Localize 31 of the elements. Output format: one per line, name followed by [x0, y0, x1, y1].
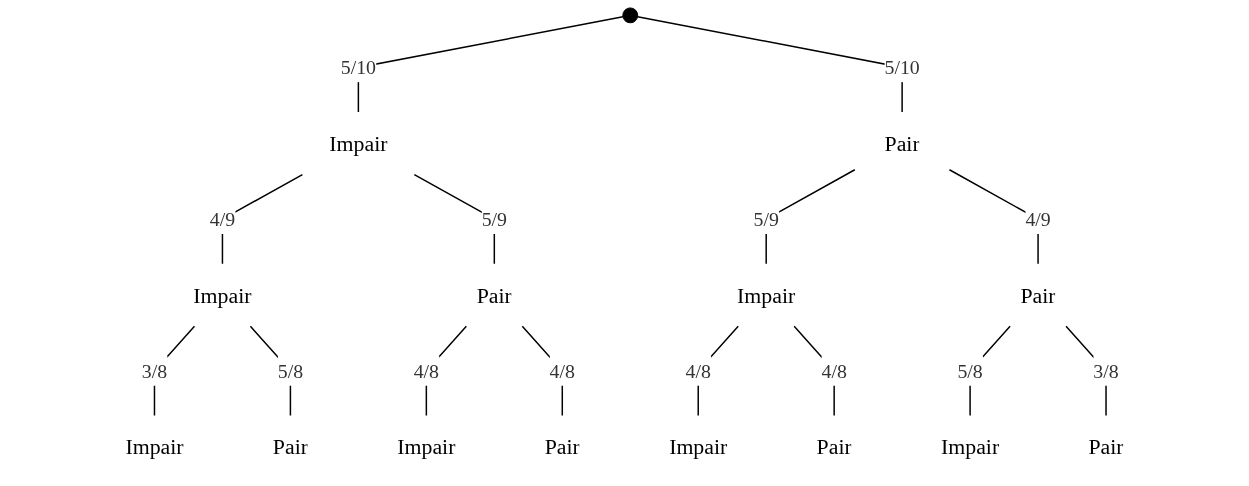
edge-label: 5/8 — [957, 360, 983, 382]
edge-label: 3/8 — [141, 360, 168, 382]
edge-label: 5/9 — [481, 208, 507, 231]
node-text: Pair — [884, 130, 920, 156]
edge-label: 4/9 — [209, 208, 236, 231]
node-circle — [622, 7, 639, 24]
edge-label: 4/9 — [1025, 208, 1051, 231]
node-text: Pair — [544, 434, 580, 460]
connector — [636, 16, 903, 113]
edge-label: 4/8 — [413, 360, 440, 382]
edge-label: 5/8 — [277, 360, 304, 382]
edge-label: 4/8 — [549, 360, 575, 382]
node-text: Impair — [669, 434, 728, 460]
edge-label: 5/9 — [753, 208, 779, 231]
edge-label: 3/8 — [1093, 360, 1119, 382]
node-text: Pair — [476, 282, 512, 308]
node-text: Impair — [125, 434, 184, 460]
edge-label: 5/10 — [884, 56, 920, 79]
edge-label: 4/8 — [821, 360, 847, 382]
node-text: Impair — [941, 434, 1000, 460]
node-text: Pair — [1088, 434, 1124, 460]
node-text: Impair — [397, 434, 456, 460]
node-text: Pair — [272, 434, 308, 460]
edge-label: 5/10 — [340, 56, 377, 79]
node-text: Pair — [1020, 282, 1056, 308]
node-text: Impair — [737, 282, 796, 308]
connector — [357, 16, 624, 113]
edge-label: 4/8 — [685, 360, 711, 382]
node-text: Pair — [816, 434, 852, 460]
node-text: Impair — [329, 130, 388, 156]
node-text: Impair — [193, 282, 252, 308]
